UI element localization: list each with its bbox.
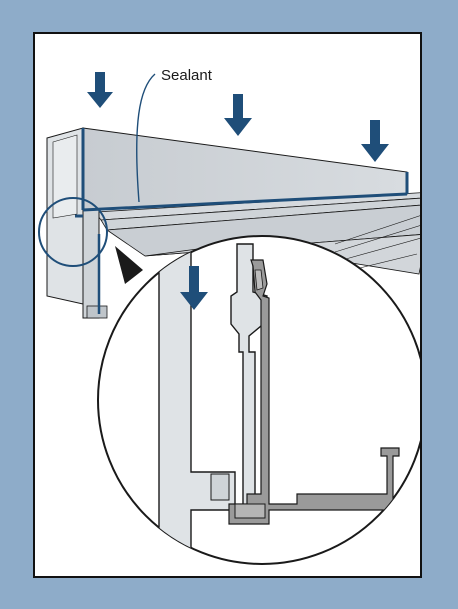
extrusion-edge — [334, 237, 420, 263]
extrusion-edge — [334, 215, 420, 245]
magnified-detail — [97, 235, 420, 565]
diagram-panel: Sealant — [33, 32, 422, 578]
extrusion-profile — [38, 127, 420, 319]
gasket-inner — [254, 269, 264, 291]
glazing-profile-diagram: Sealant — [38, 67, 420, 565]
extrusion-strip — [100, 197, 420, 231]
sealant-line — [82, 192, 408, 212]
detail-pointer — [115, 246, 143, 284]
gasket-foot — [234, 503, 266, 519]
arrow-down-icon — [87, 72, 113, 108]
arrow-down-icon — [224, 94, 252, 136]
press-arrows — [87, 72, 389, 162]
extrusion-foot — [86, 305, 108, 319]
frame-section-detail — [210, 473, 230, 501]
arrow-down-icon — [180, 266, 208, 310]
sealant-leader-line — [136, 73, 156, 203]
arrow-down-icon — [361, 120, 389, 162]
sealant-label: Sealant — [161, 67, 213, 84]
extrusion-strip — [105, 204, 420, 257]
extrusion-edge — [334, 225, 420, 253]
detail-marker — [38, 197, 108, 267]
gasket-section — [228, 259, 400, 525]
extrusion-end-cap-face — [52, 134, 78, 219]
